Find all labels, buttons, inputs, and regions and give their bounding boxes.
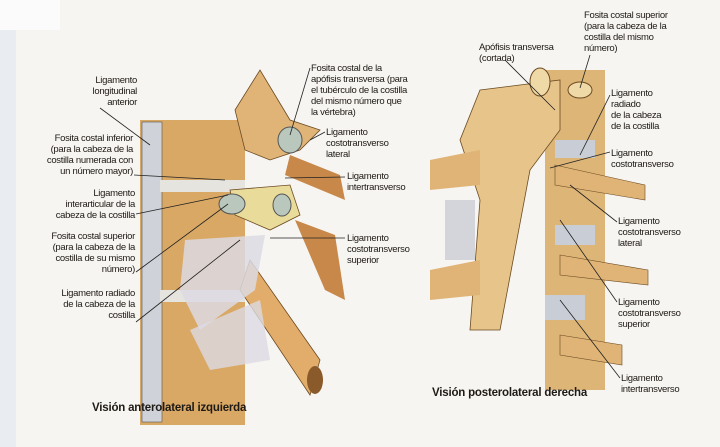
label-intertransverse-ligament-right: Ligamento intertransverso [621,373,680,395]
label-radiate-ligament-right: Ligamento radiado de la cabeza de la cos… [611,88,662,132]
transverse-process [234,69,321,161]
label-lateral-costotransverse-ligament: Ligamento costotransverso lateral [326,127,389,160]
page-smudge [0,0,60,30]
caption-left-view: Visión anterolateral izquierda [92,402,247,414]
rib [554,164,646,201]
label-lateral-costotransverse-ligament-right: Ligamento costotransverso lateral [618,216,681,249]
label-superior-costal-facet: Fosita costal superior (para la cabeza d… [51,231,135,275]
label-anterior-longitudinal-ligament: Ligamento longitudinal anterior [92,75,138,108]
label-radiate-ligament: Ligamento radiado de la cabeza de la cos… [61,288,135,321]
caption-right-view: Visión posterolateral derecha [432,387,588,399]
label-transverse-process-cut: Apófisis transversa (cortada) [479,42,554,64]
label-superior-costal-facet-right: Fosita costal superior (para la cabeza d… [584,10,668,54]
left-spine-illustration [140,69,345,425]
label-intra-articular-ligament: Ligamento interarticular de la cabeza de… [55,188,136,221]
radiate-ligament [180,235,265,330]
rib [559,334,623,366]
label-superior-costotransverse-ligament-right: Ligamento costotransverso superior [618,297,681,330]
superior-costal-facet [218,193,246,215]
right-spine-illustration [430,67,649,390]
label-superior-costotransverse-ligament: Ligamento costotransverso superior [347,233,410,266]
left-leader-lines [99,67,346,323]
ligament [555,140,595,158]
intervertebral-disc [160,180,245,192]
label-intertransverse-ligament: Ligamento intertransverso [347,171,406,193]
label-transverse-costal-facet: Fosita costal de la apófisis transversa … [311,63,408,118]
label-inferior-costal-facet: Fosita costal inferior (para la cabeza d… [46,133,133,177]
right-leader-lines [504,54,621,379]
label-costotransverse-ligament: Ligamento costotransverso [611,148,674,170]
anterior-longitudinal-ligament [141,121,163,423]
costal-facet [277,126,303,154]
rib [559,254,649,286]
page-edge [0,0,16,447]
rib [295,220,345,300]
